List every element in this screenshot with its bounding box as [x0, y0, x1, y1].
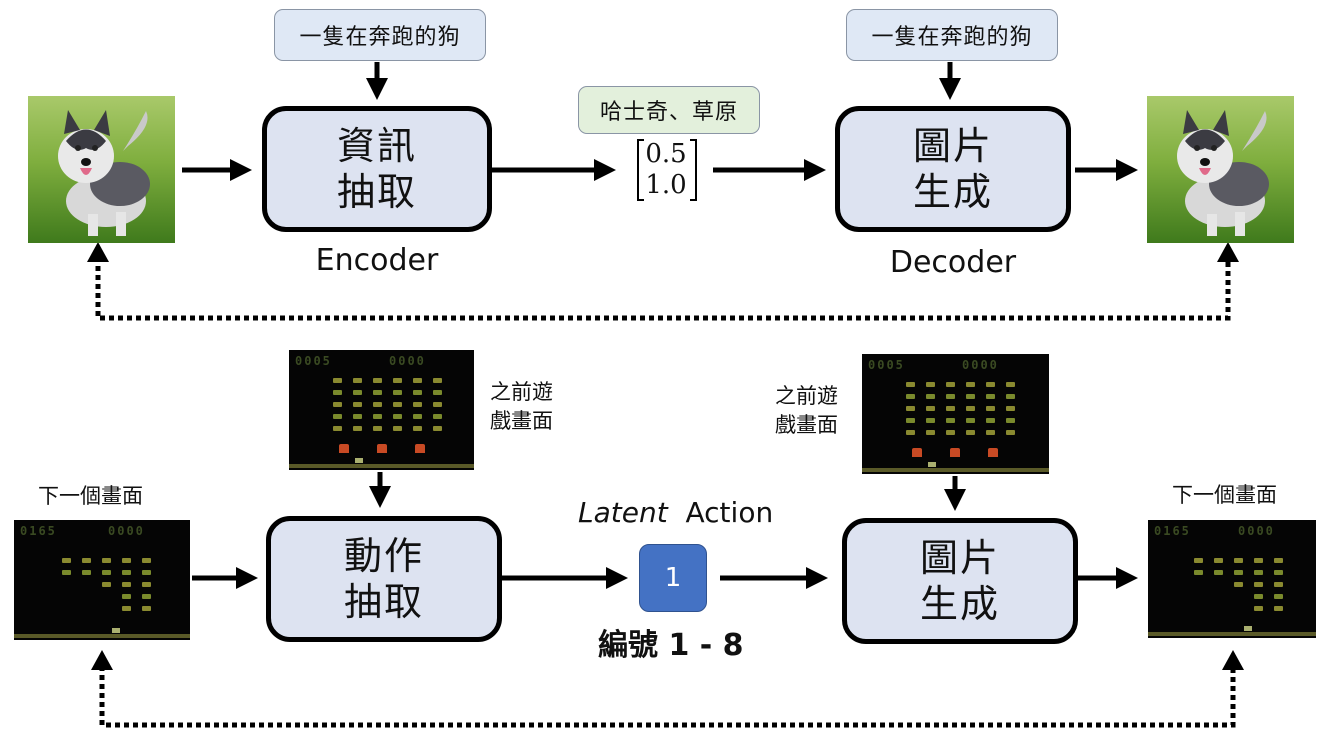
decoder-block-line1: 圖片	[912, 123, 993, 168]
prev-frame-label-right-line2: 戲畫面	[775, 413, 838, 438]
prev-frame-label-right: 之前遊 戲畫面	[775, 382, 838, 441]
latent-action-word: Action	[685, 496, 774, 529]
latent-action-value-box: 1	[639, 544, 707, 612]
game-frame-prev-right: 0005 0000	[862, 354, 1049, 474]
image-gen-block-line1: 圖片	[919, 535, 1000, 580]
dotted-loop-bottom	[99, 668, 1236, 728]
dotted-arrowhead-top-left	[87, 242, 109, 262]
score-right: 0000	[1238, 524, 1275, 538]
action-extract-block-line1: 動作	[343, 533, 424, 578]
prev-frame-label-right-line1: 之前遊	[775, 384, 838, 408]
score-left: 0165	[1154, 524, 1191, 538]
dotted-arrowhead-bottom-right	[1222, 650, 1244, 670]
latent-vector: 0.5 1.0	[640, 139, 692, 201]
score-left: 0005	[295, 354, 332, 368]
score-right: 0000	[108, 524, 145, 538]
encoder-block-line2: 抽取	[336, 170, 417, 214]
action-extract-block-line2: 抽取	[343, 580, 424, 624]
score-right: 0000	[962, 358, 999, 372]
latent-action-italic: Latent	[578, 496, 668, 529]
image-gen-block-line2: 生成	[919, 582, 1000, 626]
next-frame-label-right: 下一個畫面	[1172, 483, 1277, 507]
encoder-block: 資訊 抽取	[262, 106, 492, 232]
game-frame-next-right: 0165 0000	[1148, 520, 1316, 638]
game-frame-next-left: 0165 0000	[14, 520, 190, 640]
prev-frame-label-left-line1: 之前遊	[490, 380, 553, 404]
score-left: 0165	[20, 524, 57, 538]
husky-dog-image-input	[28, 96, 175, 243]
action-extract-block: 動作 抽取	[266, 516, 502, 642]
decoder-block-line2: 生成	[912, 170, 993, 214]
prompt-box-decoder: 一隻在奔跑的狗	[846, 9, 1058, 61]
husky-dog-image-output	[1147, 96, 1294, 243]
matrix-bracket-left	[637, 139, 644, 201]
dotted-arrowhead-top-right	[1217, 242, 1239, 262]
encoder-label: Encoder	[315, 243, 439, 278]
prompt-box-encoder: 一隻在奔跑的狗	[274, 9, 486, 61]
latent-vector-value-1: 0.5	[645, 139, 687, 169]
dotted-loop-top	[95, 262, 1231, 321]
latent-vector-value-2: 1.0	[645, 170, 687, 201]
matrix-bracket-right	[690, 139, 697, 201]
prev-frame-label-left-line2: 戲畫面	[490, 409, 553, 434]
decoder-label: Decoder	[889, 245, 1017, 280]
score-left: 0005	[868, 358, 905, 372]
image-gen-block: 圖片 生成	[842, 518, 1078, 644]
game-frame-prev-left: 0005 0000	[289, 350, 474, 470]
latent-action-title: Latent Action	[578, 496, 778, 529]
action-range-label: 編號 1 - 8	[598, 628, 744, 663]
next-frame-label-left: 下一個畫面	[38, 484, 143, 508]
decoder-block: 圖片 生成	[835, 106, 1071, 232]
score-right: 0000	[389, 354, 426, 368]
encoder-block-line1: 資訊	[336, 123, 417, 168]
prev-frame-label-left: 之前遊 戲畫面	[490, 378, 553, 437]
dotted-arrowhead-bottom-left	[91, 650, 113, 670]
latent-tag: 哈士奇、草原	[578, 86, 760, 134]
